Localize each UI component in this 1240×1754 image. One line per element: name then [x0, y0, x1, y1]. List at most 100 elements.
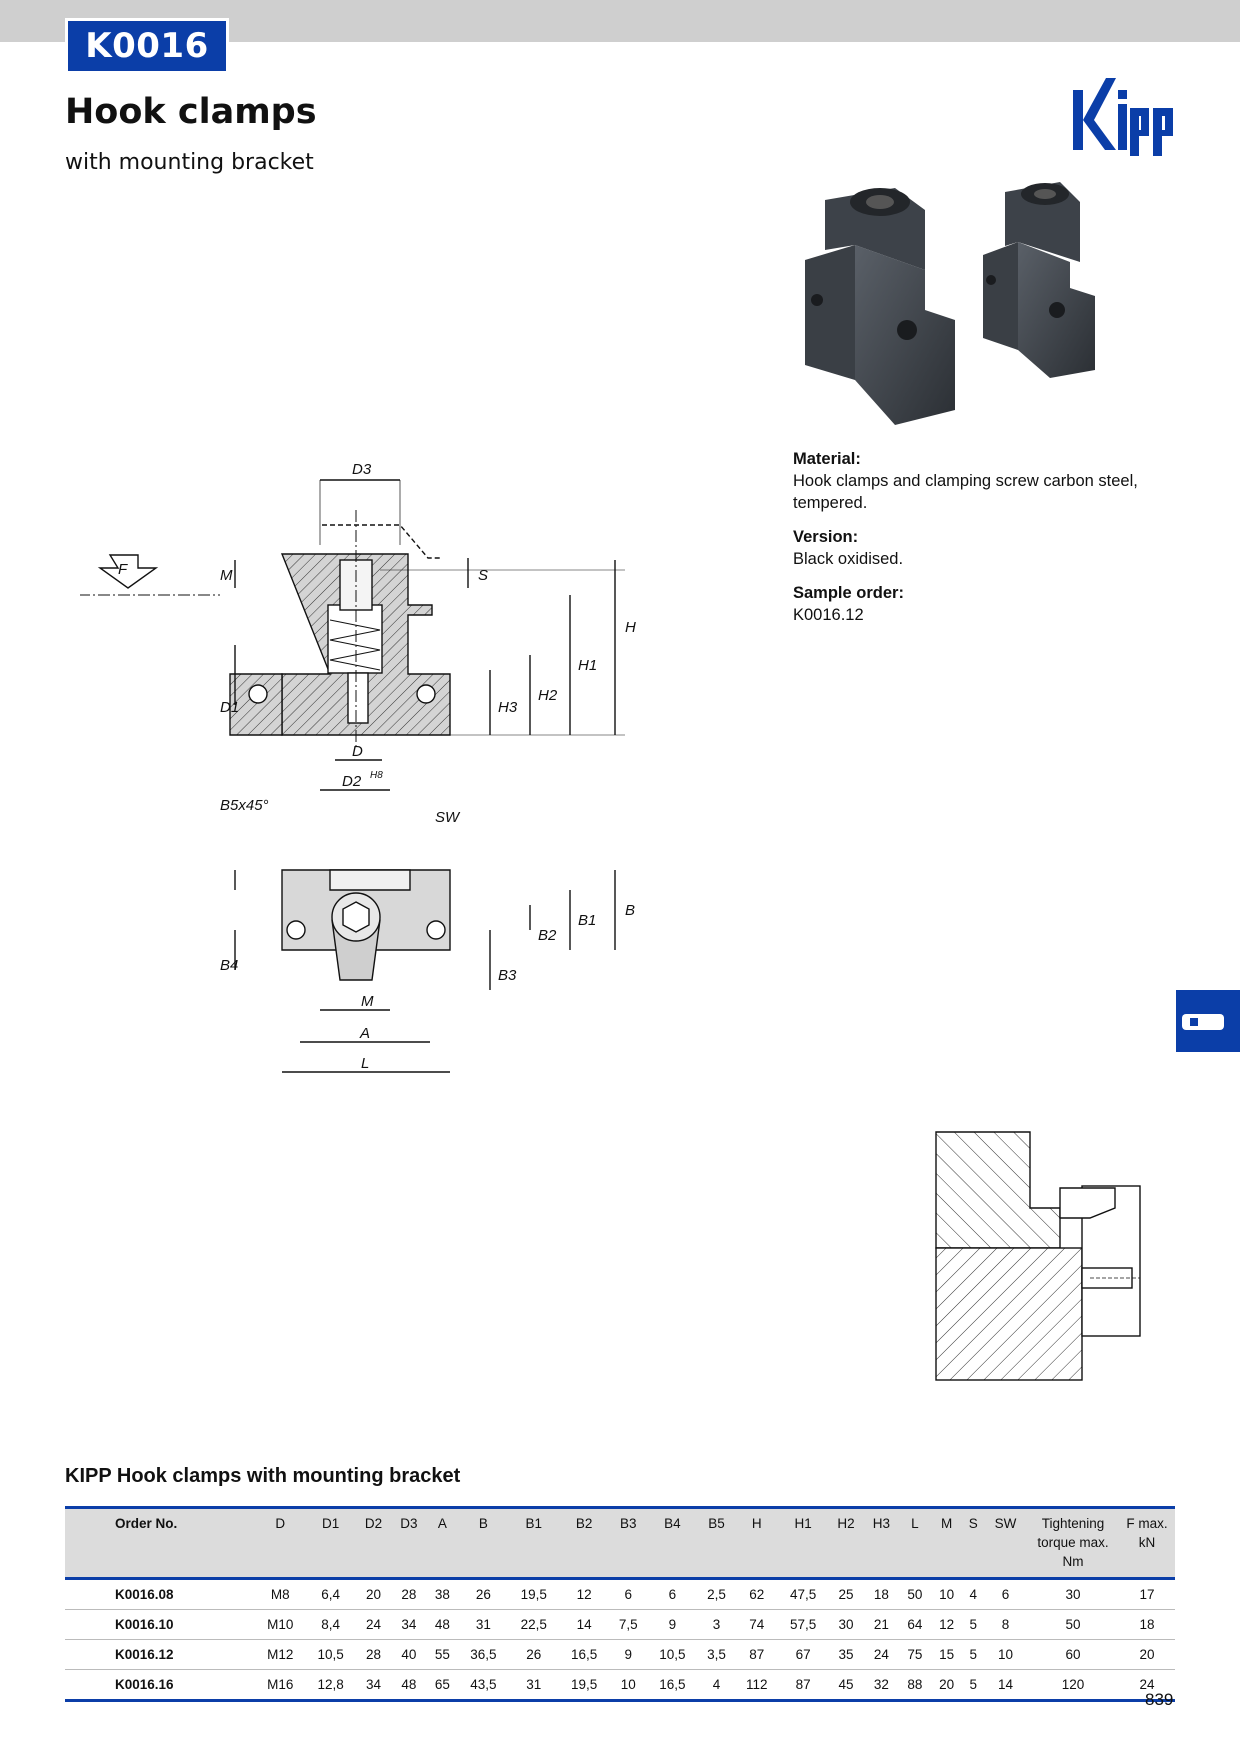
dim-label-H1: H1	[578, 657, 597, 674]
table-cell: 31	[475, 1617, 491, 1632]
table-cell: 120	[1061, 1677, 1085, 1692]
table-cell: 20	[939, 1677, 955, 1692]
table-cell: 5	[969, 1617, 977, 1632]
table-cell: 74	[749, 1617, 765, 1632]
col-header: H3	[872, 1516, 891, 1531]
table-cell: 31	[526, 1677, 542, 1692]
clamp-icon	[1182, 1014, 1224, 1030]
table-cell: 24	[873, 1647, 889, 1662]
table-cell: 5	[969, 1677, 977, 1692]
col-header: D3	[400, 1516, 418, 1531]
col-header: SW	[994, 1516, 1017, 1531]
dim-label-H3: H3	[498, 699, 518, 716]
table-cell: 22,5	[520, 1617, 547, 1632]
table-cell: 4	[969, 1587, 977, 1602]
table-cell: 18	[873, 1587, 889, 1602]
table-cell: 55	[434, 1647, 450, 1662]
table-cell: 17	[1139, 1587, 1155, 1602]
table-cell: 64	[907, 1617, 923, 1632]
col-header: D2	[364, 1516, 383, 1531]
dim-label-D2: D2	[342, 773, 362, 790]
version-block: Version: Black oxidised.	[793, 526, 1183, 570]
dim-label-D1: D1	[220, 699, 239, 716]
dim-label-M-top: M	[361, 993, 374, 1010]
table-cell: 48	[434, 1617, 450, 1632]
table-cell: 10	[620, 1677, 636, 1692]
table-cell: 38	[434, 1587, 450, 1602]
table-cell: 50	[907, 1587, 923, 1602]
table-cell: 2,5	[707, 1587, 726, 1602]
dim-label-B5x45: B5x45°	[220, 797, 269, 814]
col-header: D	[275, 1516, 286, 1531]
table-cell: 25	[838, 1587, 854, 1602]
col-header: A	[437, 1516, 447, 1531]
table-cell: 87	[795, 1677, 811, 1692]
table-cell: 20	[1139, 1647, 1155, 1662]
table-cell: 7,5	[618, 1617, 638, 1632]
table-cell: 50	[1065, 1617, 1081, 1632]
col-header: B2	[575, 1516, 593, 1531]
table-cell: 8,4	[321, 1617, 341, 1632]
table-cell: 28	[401, 1587, 417, 1602]
table-cell: 19,5	[571, 1677, 598, 1692]
dim-label-L: L	[361, 1055, 369, 1072]
small-clamp-photo	[983, 182, 1095, 378]
table-title: KIPP Hook clamps with mounting bracket	[65, 1465, 461, 1487]
dim-label-B1: B1	[578, 912, 596, 929]
technical-drawing: D3 F M S H H1 H2 H3 D1 D D2 H8 B5x45° SW…	[80, 461, 636, 1073]
table-cell: 6	[624, 1587, 633, 1602]
table-cell: M8	[270, 1587, 290, 1602]
material-block: Material: Hook clamps and clamping screw…	[793, 448, 1183, 514]
product-photo	[805, 182, 1095, 425]
table-cell: 14	[998, 1677, 1014, 1692]
dim-label-B4: B4	[220, 957, 238, 974]
table-cell: 26	[475, 1587, 491, 1602]
col-header: H1	[794, 1516, 812, 1531]
table-cell: 43,5	[470, 1677, 497, 1692]
table-cell: 10,5	[317, 1647, 344, 1662]
col-header: Tightening torque max. Nm	[1037, 1516, 1109, 1569]
dim-label-B2: B2	[538, 927, 557, 944]
table-cell: M10	[267, 1617, 294, 1632]
table-cell: 12,8	[317, 1677, 344, 1692]
table-cell: 35	[838, 1647, 854, 1662]
col-header: Order No.	[115, 1516, 178, 1531]
table-cell: 6	[668, 1587, 677, 1602]
col-header: S	[968, 1516, 978, 1531]
page-title: Hook clamps	[65, 92, 317, 132]
table-cell: 65	[434, 1677, 450, 1692]
table-cell: 87	[749, 1647, 765, 1662]
dim-label-B3: B3	[498, 967, 517, 984]
table-cell: 40	[401, 1647, 417, 1662]
table-cell: 12	[939, 1617, 955, 1632]
table-cell: 60	[1065, 1647, 1081, 1662]
table-cell: 3	[712, 1617, 721, 1632]
table-cell: 26	[526, 1647, 542, 1662]
table-cell: 48	[401, 1677, 417, 1692]
col-header: B4	[664, 1516, 681, 1531]
version-label: Version:	[793, 528, 859, 546]
table-cell: 3,5	[707, 1647, 726, 1662]
dim-label-S: S	[478, 567, 488, 584]
table-cell: 9	[668, 1617, 677, 1632]
material-text: Hook clamps and clamping screw carbon st…	[793, 472, 1138, 512]
dimensions-table: Order No. D D1 D2 D3 A B B1 B2 B3 B4 B5 …	[65, 1506, 1175, 1702]
table-cell: 32	[873, 1677, 889, 1692]
table-cell: 112	[745, 1677, 768, 1692]
sample-order-text: K0016.12	[793, 606, 864, 624]
col-header: B3	[620, 1516, 637, 1531]
table-cell: 5	[969, 1647, 977, 1662]
dim-label-H2: H2	[538, 687, 558, 704]
col-header: B	[478, 1516, 488, 1531]
table-cell: M16	[267, 1677, 294, 1692]
table-cell: M12	[267, 1647, 294, 1662]
dim-label-H: H	[625, 619, 636, 636]
table-cell: 67	[795, 1647, 811, 1662]
kipp-logo	[1073, 78, 1173, 156]
specs-block: Material: Hook clamps and clamping screw…	[793, 448, 1183, 638]
table-cell: 62	[749, 1587, 765, 1602]
table-cell: 12	[576, 1587, 592, 1602]
